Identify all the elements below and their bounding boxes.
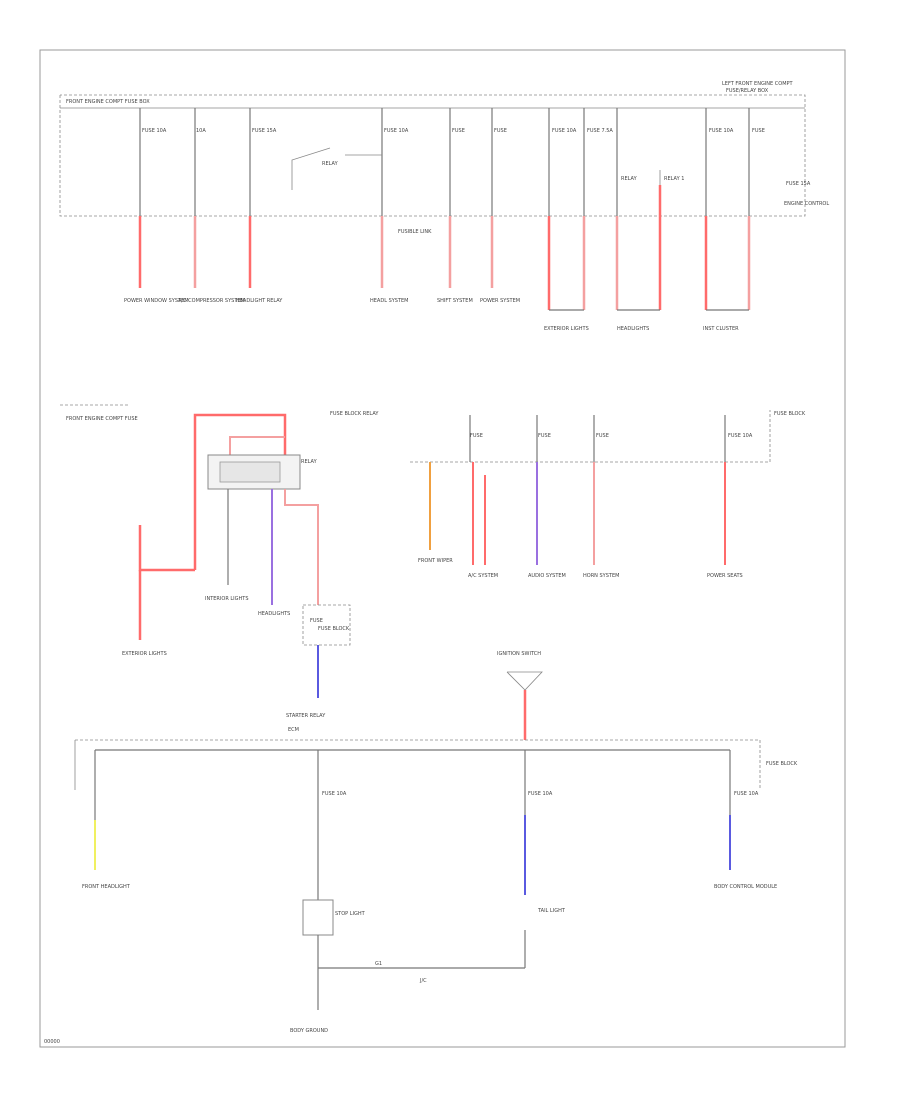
middle-pink-loop (229, 436, 285, 455)
header-corner-label: LEFT FRONT ENGINE COMPT (722, 81, 794, 87)
top-fuse-drops (139, 108, 750, 216)
top-fuse-label-7: FUSE (494, 128, 507, 134)
top-fuse-label-10: RELAY (621, 176, 638, 182)
middle-left-load-2: HEADLIGHTS (258, 611, 290, 617)
bottom-load-2: STOP LIGHT (335, 911, 366, 917)
middle-right-load-4: HORN SYSTEM (583, 573, 619, 579)
top-load-9: INST CLUSTER (703, 326, 739, 332)
middle-right-load-3: AUDIO SYSTEM (528, 573, 566, 579)
bottom-load-1: FRONT HEADLIGHT (82, 884, 131, 890)
middle-right-load-2: A/C SYSTEM (468, 573, 498, 579)
middle-left-load-labels: EXTERIOR LIGHTS HEADLIGHTS INTERIOR LIGH… (122, 596, 323, 657)
middle-small-box-label: FUSE BLOCK (318, 626, 350, 632)
top-load-5: SHIFT SYSTEM (437, 298, 473, 304)
middle-right-load-labels: FRONT WIPER A/C SYSTEM AUDIO SYSTEM HORN… (418, 558, 743, 579)
top-box-label: FRONT ENGINE COMPT FUSE BOX (66, 99, 150, 105)
middle-right-box-label: FUSE BLOCK (774, 411, 806, 417)
bottom-junction-label: J/C (419, 978, 427, 984)
top-fuse-label-4: RELAY (322, 161, 339, 167)
bottom-bus-label: ECM (288, 727, 299, 733)
middle-right-fuse-2: FUSE (538, 433, 551, 439)
top-fuse-label-12: FUSE 10A (709, 128, 734, 134)
middle-left-wires (138, 413, 351, 698)
top-switch (291, 147, 331, 190)
bottom-drops (94, 750, 731, 1010)
middle-pink-drop (284, 489, 319, 605)
bottom-load-3: TAIL LIGHT (537, 908, 566, 914)
top-load-10: ENGINE CONTROL (784, 201, 829, 207)
top-wire-label: FUSIBLE LINK (398, 229, 432, 235)
bottom-load-labels: FRONT HEADLIGHT STOP LIGHT TAIL LIGHT BO… (82, 884, 777, 917)
middle-small-box (302, 604, 351, 646)
header-corner-label-2: FUSE/RELAY BOX (726, 88, 769, 94)
bottom-fuse-labels: FUSE 10A FUSE 10A FUSE 10A (322, 791, 759, 797)
bottom-connector-label: STARTER RELAY (286, 713, 326, 719)
middle-relay-box-label: FUSE BLOCK RELAY (330, 411, 379, 417)
top-fuse-label-14: FUSE 15A (786, 181, 811, 187)
top-load-labels: POWER WINDOW SYSTEM A/C COMPRESSOR SYSTE… (124, 201, 829, 332)
bottom-top-connector (506, 671, 543, 691)
middle-red-tie (138, 525, 195, 572)
middle-right-drops (429, 415, 726, 565)
top-fuse-labels: FUSE 10A 10A FUSE 15A RELAY FUSE 10A FUS… (142, 128, 811, 187)
top-load-4: HEADL SYSTEM (370, 298, 409, 304)
diagram-frame (39, 49, 846, 1048)
bottom-ground-label: G1 (375, 961, 382, 967)
top-fuse-label-6: FUSE (452, 128, 465, 134)
top-fuse-label-3: FUSE 15A (252, 128, 277, 134)
bottom-fuse-1: FUSE 10A (322, 791, 347, 797)
middle-left-load-4: FUSE (310, 618, 323, 624)
middle-right-load-5: POWER SEATS (707, 573, 743, 579)
middle-right-box (410, 410, 771, 463)
middle-right-fuse-3: FUSE (596, 433, 609, 439)
bottom-box-label: FUSE BLOCK (766, 761, 798, 767)
top-load-6: POWER SYSTEM (480, 298, 520, 304)
middle-left-load-3: INTERIOR LIGHTS (205, 596, 249, 602)
top-wires (138, 185, 751, 311)
top-load-8: HEADLIGHTS (617, 326, 649, 332)
bottom-fuse-box (75, 739, 761, 790)
top-fuse-label-1: FUSE 10A (142, 128, 167, 134)
top-fuse-label-5: FUSE 10A (384, 128, 409, 134)
middle-right-fuse-1: FUSE (470, 433, 483, 439)
bottom-fuse-3: FUSE 10A (734, 791, 759, 797)
bottom-top-label: IGNITION SWITCH (497, 651, 541, 657)
top-fuse-box (59, 94, 806, 217)
top-load-1: POWER WINDOW SYSTEM (124, 298, 189, 304)
top-load-2: A/C COMPRESSOR SYSTEM (178, 298, 245, 304)
top-fuse-label-2: 10A (196, 128, 206, 134)
bottom-center-box (302, 899, 334, 936)
bottom-load-4: BODY CONTROL MODULE (714, 884, 777, 890)
middle-relay-label: RELAY (301, 459, 318, 465)
middle-right-load-1: FRONT WIPER (418, 558, 453, 564)
middle-red-loop (193, 413, 287, 570)
top-load-7: EXTERIOR LIGHTS (544, 326, 589, 332)
bottom-fuse-2: FUSE 10A (528, 791, 553, 797)
middle-right-fuse-labels: FUSE FUSE FUSE FUSE 10A (470, 433, 753, 439)
top-fuse-label-8: FUSE 10A (552, 128, 577, 134)
middle-relay-coil (219, 461, 281, 483)
top-fuse-label-11: RELAY 1 (664, 176, 684, 182)
middle-left-box-label: FRONT ENGINE COMPT FUSE (66, 416, 138, 422)
bottom-ground-load: BODY GROUND (290, 1028, 328, 1034)
top-fuse-label-9: FUSE 7.5A (587, 128, 613, 134)
middle-left-load-1: EXTERIOR LIGHTS (122, 651, 167, 657)
middle-right-fuse-4: FUSE 10A (728, 433, 753, 439)
footer-ref-code: 00000 (44, 1039, 60, 1045)
top-fuse-label-13: FUSE (752, 128, 765, 134)
top-load-3: HEADLIGHT RELAY (236, 298, 283, 304)
